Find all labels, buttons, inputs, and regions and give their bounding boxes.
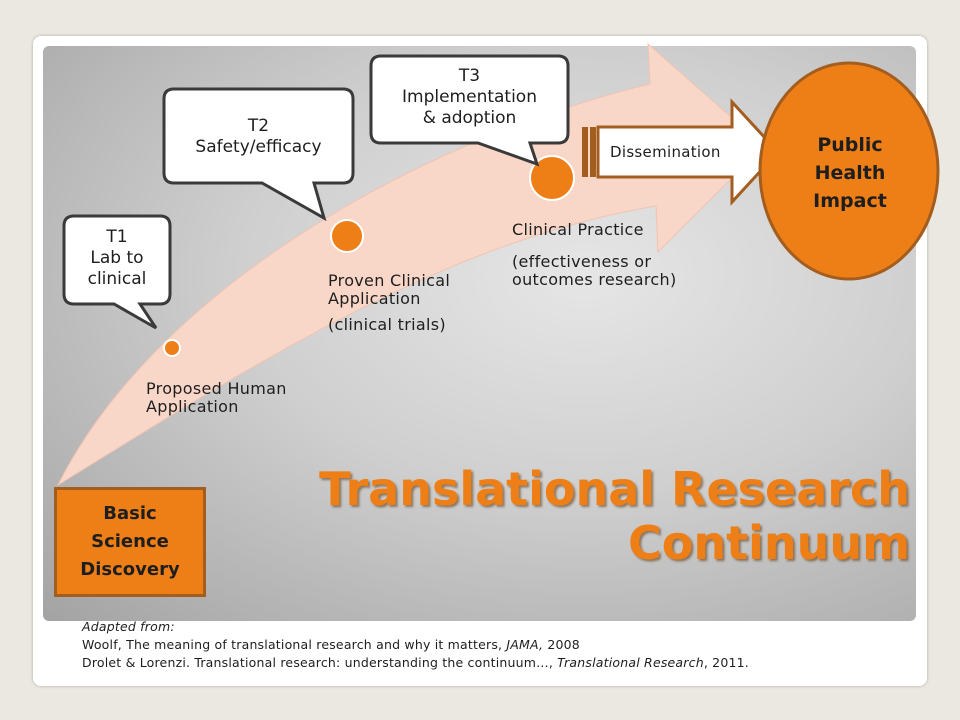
basic-science-line2: Science — [91, 531, 169, 552]
callout-t3-line2: Implementation — [402, 87, 537, 107]
callout-t3-bubble — [369, 54, 570, 167]
references: Adapted from: Woolf, The meaning of tran… — [82, 618, 902, 672]
stage-dot-practice — [529, 155, 575, 201]
callout-t1-bubble — [62, 214, 172, 330]
basic-science-line1: Basic — [103, 503, 157, 524]
stage-label-practice: Clinical Practice (effectiveness or outc… — [512, 221, 677, 289]
reference-woolf-year: 2008 — [543, 637, 580, 652]
stage-practice-line1: Clinical Practice — [512, 220, 644, 239]
page-title: Translational Research Continuum — [270, 462, 910, 570]
callout-t2-line1: T2 — [247, 116, 270, 136]
reference-drolet-year: , 2011. — [703, 655, 749, 670]
public-health-line3: Impact — [813, 190, 887, 212]
callout-t3: T3 Implementation & adoption — [371, 66, 568, 129]
stage-dot-proven — [330, 219, 364, 253]
callout-t2-bubble — [162, 87, 355, 222]
reference-woolf: Woolf, The meaning of translational rese… — [82, 636, 902, 654]
title-line2: Continuum — [627, 516, 910, 570]
dissemination-label: Dissemination — [610, 143, 721, 161]
callout-t1-line1: T1 — [106, 227, 128, 247]
basic-science-discovery-box: Basic Science Discovery — [54, 487, 206, 597]
reference-drolet: Drolet & Lorenzi. Translational research… — [82, 654, 902, 672]
stage-practice-line2: (effectiveness or — [512, 252, 652, 271]
stage-label-proven: Proven Clinical Application (clinical tr… — [328, 272, 450, 334]
reference-drolet-journal: Translational Research — [557, 655, 704, 670]
callout-t3-line3: & adoption — [422, 108, 517, 128]
callout-t1-line3: clinical — [87, 269, 147, 289]
references-intro: Adapted from: — [82, 619, 175, 634]
stage-proven-line3: (clinical trials) — [328, 315, 446, 334]
dissemination-arrow — [582, 98, 781, 206]
basic-science-line3: Discovery — [80, 559, 180, 580]
stage-practice-line3: outcomes research) — [512, 270, 677, 289]
public-health-impact-circle — [758, 61, 940, 281]
stage-proven-line1: Proven Clinical — [328, 271, 451, 290]
callout-t2-line2: Safety/efficacy — [195, 137, 322, 157]
public-health-line1: Public — [817, 134, 883, 156]
stage-dot-proposed — [163, 339, 181, 357]
reference-drolet-text: Drolet & Lorenzi. Translational research… — [82, 655, 558, 670]
callout-t3-line1: T3 — [458, 66, 481, 86]
title-line1: Translational Research — [319, 462, 910, 516]
public-health-line2: Health — [814, 162, 886, 184]
stage-proposed-line2: Application — [146, 397, 239, 416]
reference-woolf-text: Woolf, The meaning of translational rese… — [82, 637, 507, 652]
callout-t1: T1 Lab to clinical — [64, 227, 170, 290]
stage-proven-line2: Application — [328, 289, 421, 308]
public-health-impact-label: Public Health Impact — [775, 131, 925, 215]
stage-proposed-line1: Proposed Human — [146, 379, 287, 398]
stage-label-proposed: Proposed Human Application — [146, 380, 287, 416]
callout-t1-line2: Lab to — [90, 248, 144, 268]
reference-woolf-journal: JAMA, — [506, 637, 544, 652]
callout-t2: T2 Safety/efficacy — [164, 116, 353, 158]
